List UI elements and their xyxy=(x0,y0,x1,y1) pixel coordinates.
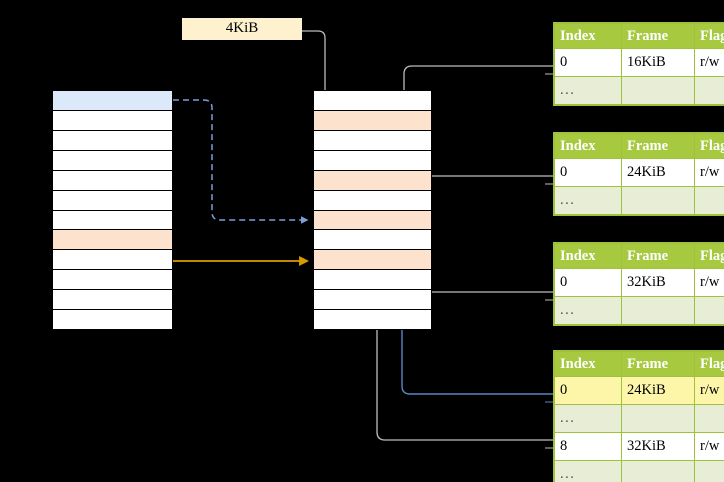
memory-row xyxy=(314,150,431,171)
column-header: Index xyxy=(554,23,622,49)
cell-frame xyxy=(621,460,695,482)
table-header-row: IndexFrameFlags xyxy=(554,243,724,269)
cell-frame: 16KiB xyxy=(621,48,695,77)
memory-row xyxy=(53,170,172,191)
cell-flags xyxy=(694,186,724,215)
column-header: Flags xyxy=(694,351,724,377)
column-header: Frame xyxy=(621,243,695,269)
cell-flags: r/w xyxy=(694,268,724,297)
cell-flags: r/w xyxy=(694,158,724,187)
cell-index: ... xyxy=(554,186,622,215)
table-row[interactable]: ... xyxy=(554,296,724,325)
memory-row xyxy=(314,290,431,311)
table-row[interactable]: ... xyxy=(554,76,724,105)
cell-index: 0 xyxy=(554,268,622,297)
cell-index: 0 xyxy=(554,158,622,187)
column-header: Flags xyxy=(694,243,724,269)
wire-virtual-row-0-to-physical-row-6 xyxy=(173,99,309,224)
table-row[interactable]: ... xyxy=(554,404,724,433)
column-header: Frame xyxy=(621,23,695,49)
memory-row xyxy=(53,310,172,330)
cell-frame: 32KiB xyxy=(621,268,695,297)
memory-row xyxy=(53,210,172,231)
page-table-1[interactable]: IndexFrameFlags016KiBr/w... xyxy=(553,22,724,106)
cell-index: 0 xyxy=(554,376,622,405)
cell-index: ... xyxy=(554,296,622,325)
memory-row xyxy=(53,130,172,151)
memory-row xyxy=(314,230,431,251)
cell-flags xyxy=(694,296,724,325)
page-table-4[interactable]: IndexFrameFlags024KiBr/w...832KiBr/w... xyxy=(553,350,724,482)
memory-row xyxy=(53,91,172,111)
cell-index: 8 xyxy=(554,432,622,461)
virtual-address-space-column xyxy=(52,90,173,330)
cell-frame: 32KiB xyxy=(621,432,695,461)
column-header: Flags xyxy=(694,23,724,49)
page-table-2[interactable]: IndexFrameFlags024KiBr/w... xyxy=(553,132,724,216)
cell-index: ... xyxy=(554,460,622,482)
memory-row xyxy=(314,170,431,191)
cell-frame xyxy=(621,76,695,105)
cell-flags: r/w xyxy=(694,48,724,77)
memory-row xyxy=(314,310,431,330)
memory-row xyxy=(53,290,172,311)
cell-frame xyxy=(621,186,695,215)
column-header: Index xyxy=(554,351,622,377)
memory-row xyxy=(314,270,431,291)
cell-index: ... xyxy=(554,404,622,433)
cell-flags xyxy=(694,76,724,105)
memory-row xyxy=(314,210,431,231)
memory-row xyxy=(53,110,172,131)
memory-row xyxy=(314,250,431,271)
size-label-4kib: 4KiB xyxy=(182,18,302,40)
cell-flags: r/w xyxy=(694,376,724,405)
column-header: Frame xyxy=(621,133,695,159)
table-row[interactable]: ... xyxy=(554,186,724,215)
memory-row xyxy=(314,91,431,111)
column-header: Index xyxy=(554,243,622,269)
cell-flags: r/w xyxy=(694,432,724,461)
cell-index: 0 xyxy=(554,48,622,77)
table-header-row: IndexFrameFlags xyxy=(554,133,724,159)
table-header-row: IndexFrameFlags xyxy=(554,23,724,49)
memory-row xyxy=(53,150,172,171)
physical-memory-column xyxy=(313,90,432,330)
cell-frame: 24KiB xyxy=(621,376,695,405)
column-header: Index xyxy=(554,133,622,159)
table-header-row: IndexFrameFlags xyxy=(554,351,724,377)
memory-row xyxy=(53,230,172,251)
cell-flags xyxy=(694,404,724,433)
cell-frame: 24KiB xyxy=(621,158,695,187)
cell-flags xyxy=(694,460,724,482)
memory-row xyxy=(314,190,431,211)
memory-row xyxy=(53,250,172,271)
cell-frame xyxy=(621,296,695,325)
column-header: Frame xyxy=(621,351,695,377)
cell-frame xyxy=(621,404,695,433)
page-table-3[interactable]: IndexFrameFlags032KiBr/w... xyxy=(553,242,724,326)
memory-row xyxy=(53,270,172,291)
table-row[interactable]: ... xyxy=(554,460,724,482)
column-header: Flags xyxy=(694,133,724,159)
memory-row xyxy=(314,110,431,131)
memory-row xyxy=(53,190,172,211)
cell-index: ... xyxy=(554,76,622,105)
memory-row xyxy=(314,130,431,151)
